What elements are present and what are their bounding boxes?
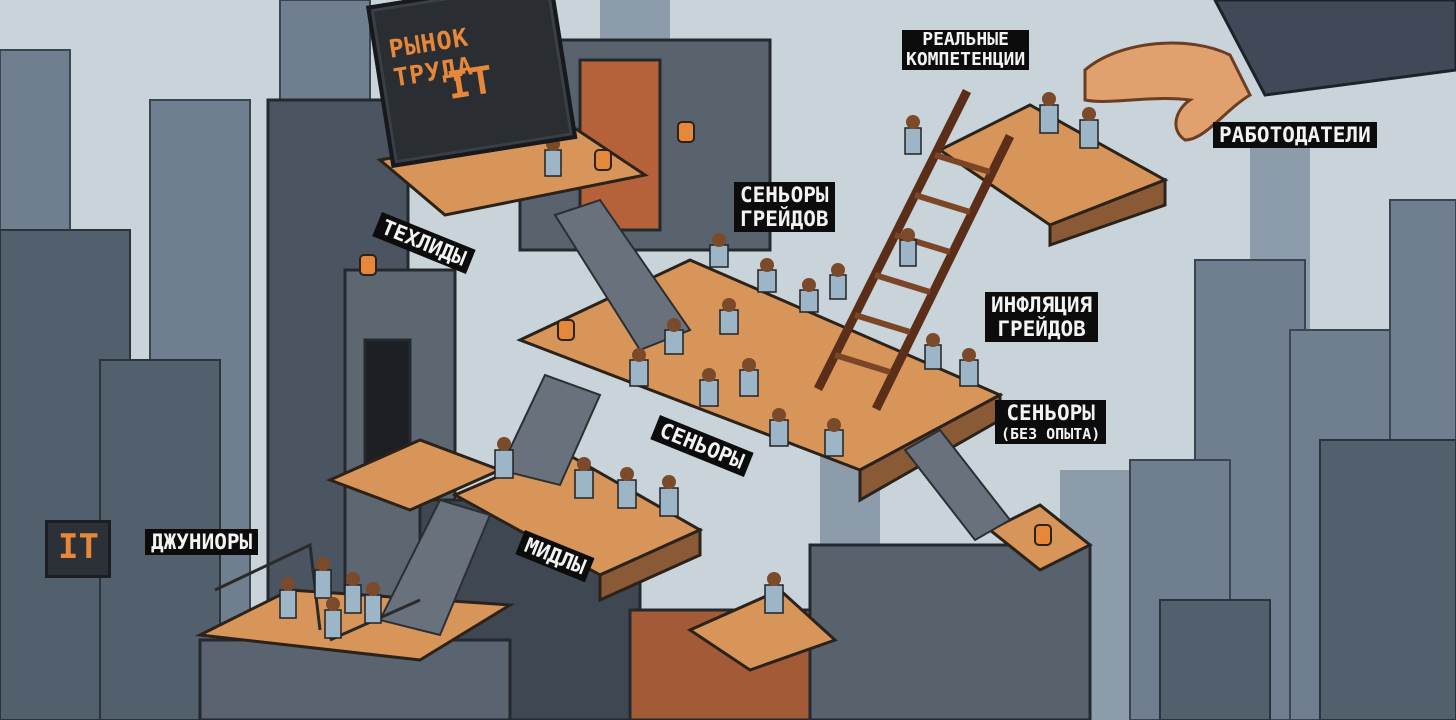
- label-real-skills-line2: КОМПЕТЕНЦИИ: [906, 49, 1026, 70]
- label-employers: РАБОТОДАТЕЛИ: [1213, 122, 1377, 148]
- label-grade-inflation-line1: ИНФЛЯЦИЯ: [991, 293, 1093, 317]
- building-it-sign-text: IT: [58, 527, 99, 567]
- label-real-skills-line1: РЕАЛЬНЫЕ: [922, 29, 1009, 50]
- sign-subtitle: IT: [444, 57, 497, 108]
- label-juniors: ДЖУНИОРЫ: [145, 529, 259, 555]
- market-sign: РЫНОК ТРУДА IT: [366, 0, 578, 168]
- building-it-sign: IT: [45, 520, 111, 578]
- label-grade-seniors-line1: СЕНЬОРЫ: [740, 183, 829, 207]
- label-seniors-no-exp: СЕНЬОРЫ (БЕЗ ОПЫТА): [995, 400, 1107, 444]
- label-grade-inflation: ИНФЛЯЦИЯ ГРЕЙДОВ: [985, 292, 1099, 342]
- label-grade-inflation-line2: ГРЕЙДОВ: [997, 317, 1086, 341]
- label-seniors-no-exp-line2: (БЕЗ ОПЫТА): [1001, 425, 1101, 443]
- label-real-skills: РЕАЛЬНЫЕ КОМПЕТЕНЦИИ: [902, 29, 1030, 70]
- label-grade-seniors: СЕНЬОРЫ ГРЕЙДОВ: [734, 182, 835, 232]
- label-seniors-no-exp-line1: СЕНЬОРЫ: [1006, 401, 1095, 425]
- label-grade-seniors-line2: ГРЕЙДОВ: [740, 207, 829, 231]
